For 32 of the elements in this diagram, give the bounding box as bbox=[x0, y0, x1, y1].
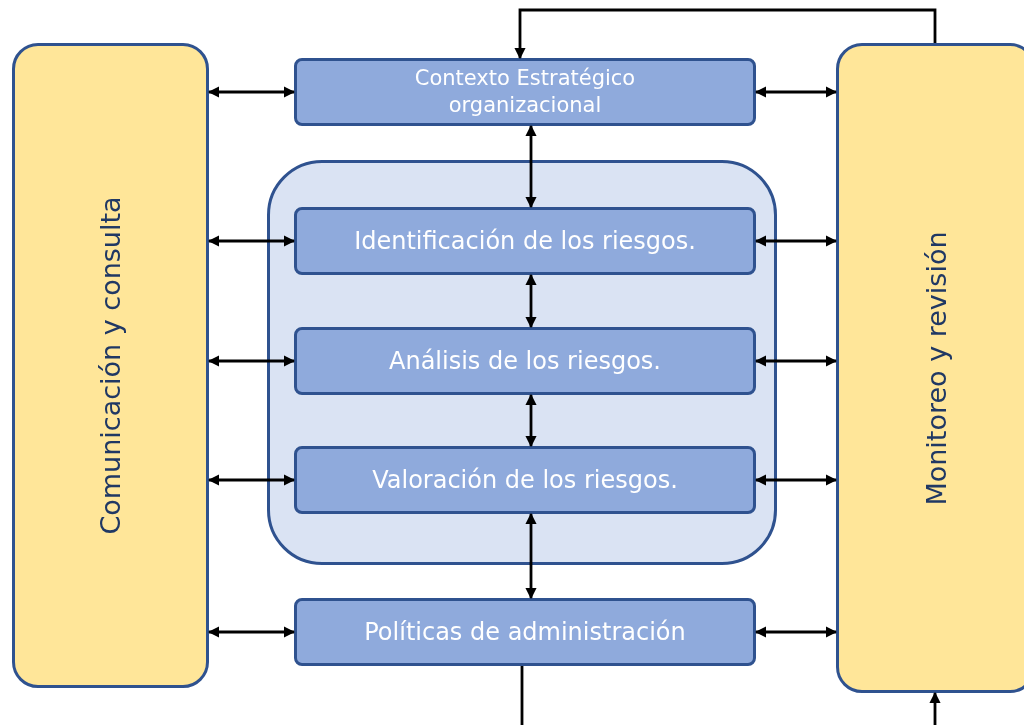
process-box bbox=[294, 446, 756, 514]
node-label: Identificación de los riesgos. bbox=[354, 227, 696, 255]
group-box bbox=[267, 160, 777, 565]
arrow bbox=[207, 355, 296, 367]
process-box bbox=[294, 598, 756, 666]
process-box bbox=[294, 207, 756, 275]
arrow bbox=[207, 235, 296, 247]
arrow bbox=[207, 86, 296, 98]
connector-line bbox=[520, 666, 524, 725]
node-label: Comunicación y consulta bbox=[95, 196, 126, 535]
arrow bbox=[754, 355, 838, 367]
arrow bbox=[525, 273, 537, 329]
arrow bbox=[514, 8, 937, 60]
arrow bbox=[754, 86, 838, 98]
side-panel bbox=[836, 43, 1024, 693]
arrow bbox=[207, 626, 296, 638]
arrow bbox=[929, 691, 941, 725]
arrow bbox=[207, 474, 296, 486]
arrow bbox=[525, 124, 537, 209]
side-panel bbox=[12, 43, 209, 688]
arrow bbox=[754, 235, 838, 247]
arrow bbox=[525, 393, 537, 448]
arrow bbox=[754, 474, 838, 486]
process-box bbox=[294, 327, 756, 395]
node-label: Análisis de los riesgos. bbox=[389, 347, 661, 375]
node-label: Monitoreo y revisión bbox=[920, 230, 952, 506]
arrow bbox=[754, 626, 838, 638]
arrow bbox=[525, 512, 537, 600]
node-label: Contexto Estratégico organizacional bbox=[413, 64, 637, 119]
node-label: Políticas de administración bbox=[364, 618, 686, 646]
node-label: Valoración de los riesgos. bbox=[372, 466, 678, 494]
process-box bbox=[294, 58, 756, 126]
